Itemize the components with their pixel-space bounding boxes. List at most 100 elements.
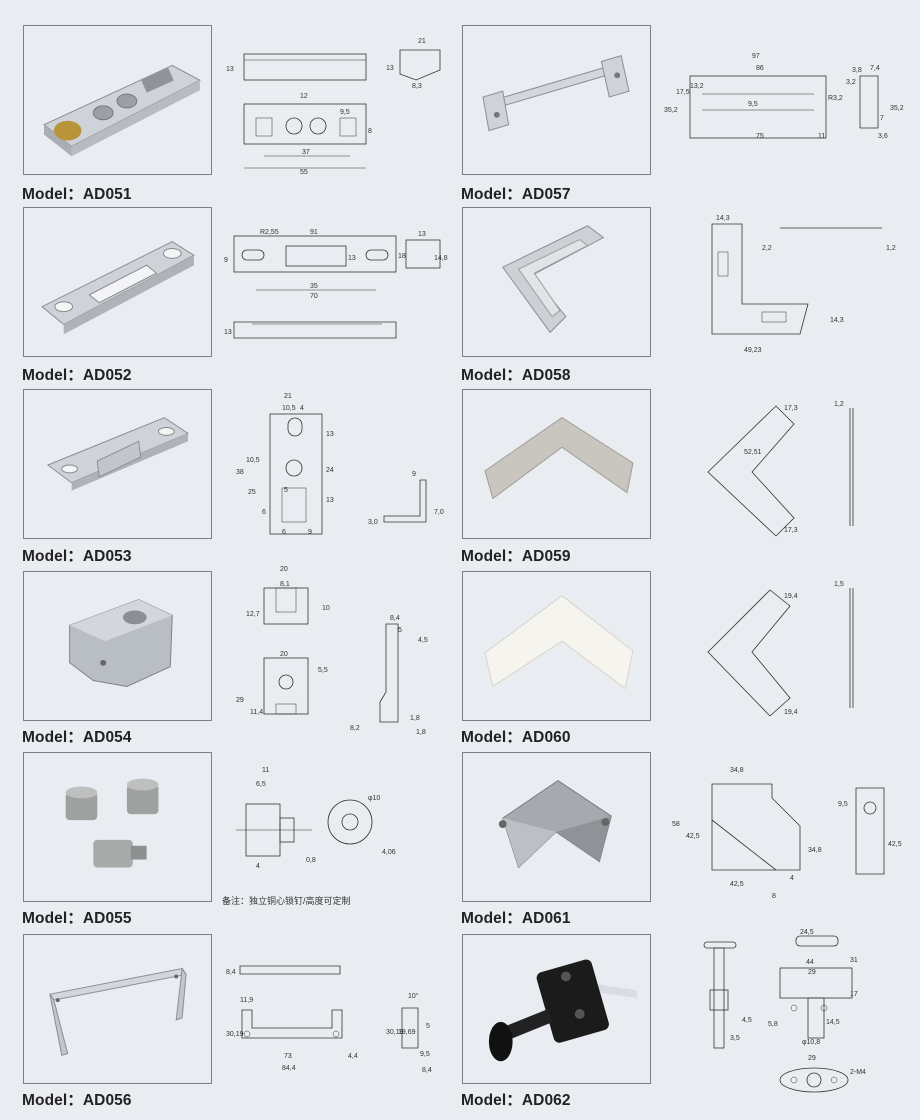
model-label: Model：AD061 [461,906,571,928]
dim-15: 3,0 [368,519,378,526]
dim-9: 70 [310,293,318,300]
product-photo-ad062 [462,934,651,1084]
dim-4: 14,3 [830,317,844,324]
dim-1: 8,4 [226,969,236,976]
model-code: AD060 [521,729,571,746]
drawing-ad059: 17,3 52,51 17,3 1,2 [690,396,906,546]
dim-2: 10,5 [282,405,296,412]
dim-13: 1,8 [410,715,420,722]
dim-10: 5 [426,1023,430,1030]
dim-9: 42,5 [888,841,902,848]
dim-10: φ10,8 [802,1039,820,1046]
dim-4: 31 [850,957,858,964]
model-code: AD057 [521,186,571,203]
dim-2: 58 [672,821,680,828]
drawing-ad052: 91 R2,55 9 13 13 18 14,8 35 70 13 [222,212,450,358]
model-code: AD061 [521,910,571,927]
dim-1: 91 [310,229,318,236]
dim-14: 1,8 [416,729,426,736]
model-label: Model：AD052 [22,363,132,385]
dim-2: 19,4 [784,709,798,716]
dim-2: 52,51 [744,449,762,456]
customization-note: 备注：独立铜心锁钉/高度可定制 [222,896,351,906]
dim-2: R2,55 [260,229,279,236]
model-code: AD059 [521,548,571,565]
dim-16: 7,0 [434,509,444,516]
dim-3: 1,2 [886,245,896,252]
dim-1: 14,3 [716,215,730,222]
model-code: AD053 [82,548,132,565]
dim-11: 6 [262,509,266,516]
dim-3: 4 [256,863,260,870]
dim-6: 4,06 [382,849,396,856]
dim-3: 35,2 [664,107,678,114]
model-prefix: Model： [22,1092,83,1109]
dim-5: 49,23 [744,347,762,354]
model-prefix: Model： [461,910,522,927]
dim-4: 8,3 [412,83,422,90]
dim-1: 13 [226,66,234,73]
product-photo-ad058 [462,207,651,357]
model-label: Model：AD060 [461,725,571,747]
dim-3: 12,7 [246,611,260,618]
dim-6: 4 [790,875,794,882]
product-photo-ad051 [23,25,212,175]
dim-3: 1,5 [834,581,844,588]
model-code: AD062 [521,1092,571,1109]
dim-2: 44 [806,959,814,966]
dim-2: 6,5 [256,781,266,788]
model-prefix: Model： [22,548,83,565]
model-label: Model：AD056 [22,1088,132,1110]
dim-4: 13 [348,255,356,262]
dim-3: 17,3 [784,527,798,534]
dim-12: 3,2 [846,79,856,86]
dim-2: 8,1 [280,581,290,588]
model-label: Model：AD058 [461,363,571,385]
dim-10: 13 [326,497,334,504]
model-label: Model：AD062 [461,1088,571,1110]
dim-8: 25 [248,489,256,496]
dim-5: 12 [300,93,308,100]
model-prefix: Model： [461,729,522,746]
dim-15: 3,6 [878,133,888,140]
drawing-ad058: 14,3 2,2 1,2 14,3 49,23 [690,212,906,358]
dim-8: 11,4 [250,709,263,716]
dim-4: 10 [322,605,330,612]
drawing-ad051: 13 21 13 8,3 12 9,5 8 37 55 [222,30,450,176]
drawing-ad056: 8,4 11,9 30,19 73 84,4 4,4 10° 30,19 19,… [222,958,450,1078]
dim-10: 5 [398,627,402,634]
drawing-ad055: 11 6,5 4 0,8 φ10 4,06 [222,758,450,890]
dim-14: 9 [412,471,416,478]
dim-6: 9,5 [340,109,350,116]
dim-10: 13 [224,329,232,336]
dim-2: 21 [418,38,426,45]
dim-7: 24 [326,467,334,474]
dim-5: 84,4 [282,1065,296,1072]
dim-2: 86 [756,65,764,72]
dim-9: 55 [300,169,308,176]
model-label: Model：AD055 [22,906,132,928]
dim-6: 5,5 [318,667,328,674]
dim-3: 9 [224,257,228,264]
dim-8: 9,5 [838,801,848,808]
dim-13: 35,2 [890,105,904,112]
model-prefix: Model： [461,186,522,203]
model-prefix: Model： [461,548,522,565]
product-photo-ad052 [23,207,212,357]
dim-3: 42,5 [686,833,700,840]
dim-10: 3,8 [852,67,862,74]
model-prefix: Model： [461,1092,522,1109]
model-label: Model：AD057 [461,182,571,204]
product-photo-ad061 [462,752,651,902]
dim-14: 7 [880,115,884,122]
model-code: AD052 [82,367,132,384]
dim-9: 14,5 [826,1019,840,1026]
product-photo-ad056 [23,934,212,1084]
drawing-ad057: 97 86 35,2 17,5 13,2 9,5 R3,2 75 11 3,8 … [656,48,906,152]
dim-5: 17 [850,991,858,998]
dim-7: R3,2 [828,95,843,102]
dim-8: 30,19 [386,1029,404,1036]
dim-7: 29 [236,697,244,704]
dim-4: 73 [284,1053,292,1060]
dim-5: 38 [236,469,244,476]
